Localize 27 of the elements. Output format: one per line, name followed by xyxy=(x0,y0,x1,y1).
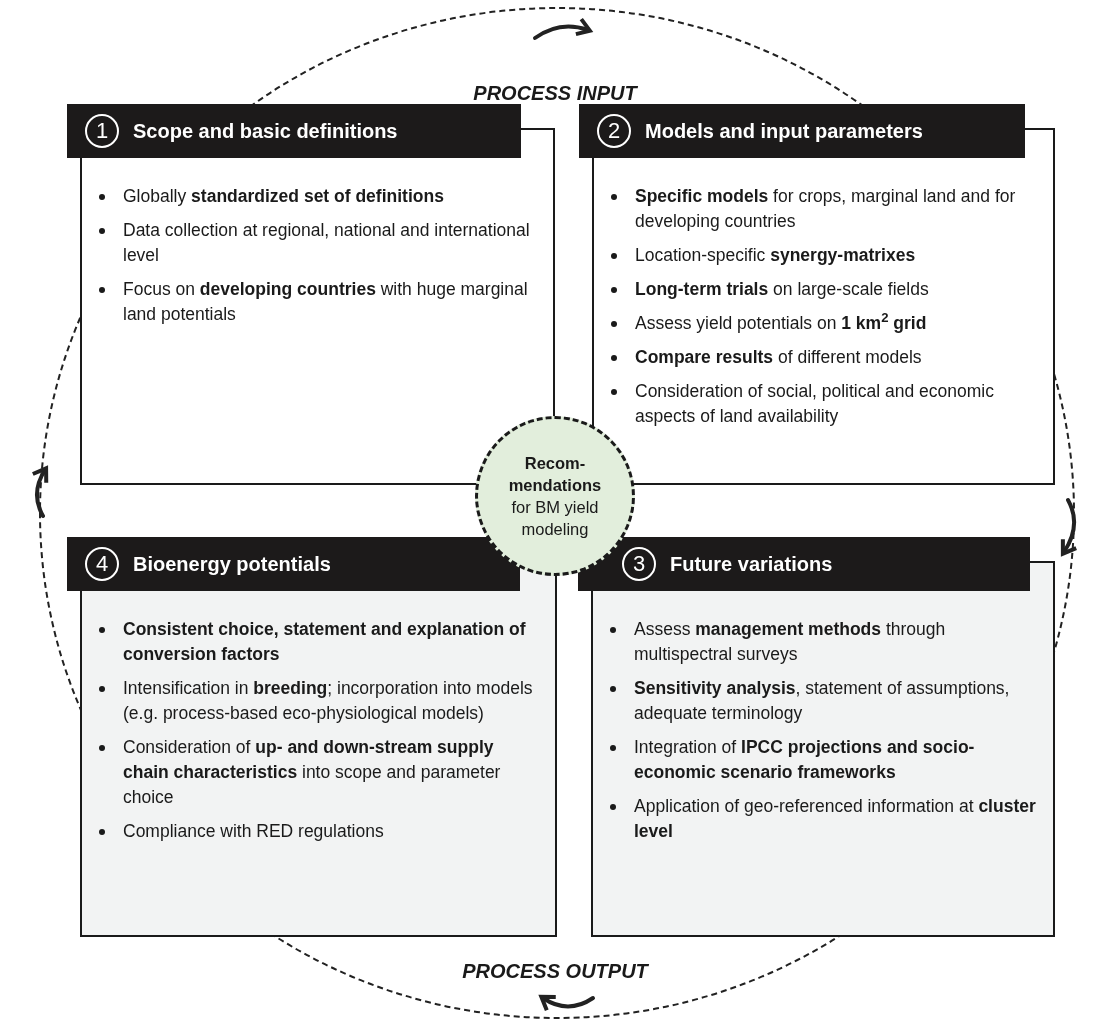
number-badge: 4 xyxy=(85,547,119,581)
bullet-text: Assess yield potentials on 1 km$^{2}$ grid xyxy=(635,311,927,335)
process-label: PROCESS INPUT xyxy=(473,81,637,106)
bullet-text: Consideration of up- and down-stream supply chain characteristics into scope and parameter choice xyxy=(123,736,502,809)
bullet-text: Focus on developing countries with huge marginal land potentials xyxy=(123,278,529,326)
center-text: Recom-mendations for BM yield modeling xyxy=(507,453,603,540)
bullet-text: Sensitivity analysis, statement of assumptions, adequate terminology xyxy=(634,677,1011,725)
bullet-text: Consideration of social, political and economic aspects of land availability xyxy=(635,380,995,428)
bullet-text: Globally standardized set of definitions xyxy=(123,185,444,208)
number-badge: 1 xyxy=(85,114,119,148)
bullet-text: Assess management methods through multispectral surveys xyxy=(634,618,947,666)
bullet-text: Compliance with RED regulations xyxy=(123,820,384,843)
bullet-text: Intensification in breeding; incorporation into models (e.g. process-based eco-physiological models) xyxy=(123,677,534,725)
bullet-text: Integration of IPCC projections and socio-economic scenario frameworks xyxy=(634,736,976,784)
panel-title: Models and input parameters xyxy=(645,119,923,144)
bullet-text: Specific models for crops, marginal land and for developing countries xyxy=(635,185,1017,233)
bullet-text: Application of geo-referenced information at cluster level xyxy=(634,795,1037,843)
bullet-text: Long-term trials on large-scale fields xyxy=(635,278,929,301)
process-label: PROCESS OUTPUT xyxy=(462,959,648,984)
bullet-text: Consistent choice, statement and explanation of conversion factors xyxy=(123,618,527,666)
bullet-text: Data collection at regional, national and international level xyxy=(123,219,531,267)
panel-title: Future variations xyxy=(670,552,833,577)
bullet-text: Location-specific synergy-matrixes xyxy=(635,244,916,267)
bullet-text: Compare results of different models xyxy=(635,346,922,369)
panel-title: Bioenergy potentials xyxy=(133,552,331,577)
number-badge: 2 xyxy=(597,114,631,148)
panel-title: Scope and basic definitions xyxy=(133,119,398,144)
